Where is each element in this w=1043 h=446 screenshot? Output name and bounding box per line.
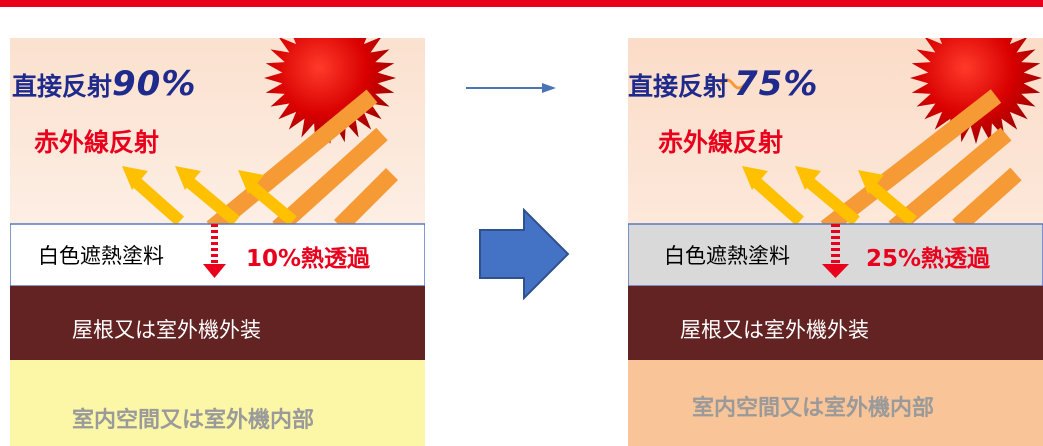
interior-layer — [10, 360, 425, 446]
coating-label: 白色遮熱塗料 — [664, 244, 790, 268]
sun-icon — [910, 38, 1042, 144]
yellow-reflect-arrows — [122, 166, 297, 226]
infrared-reflection-label: 赤外線反射 — [658, 128, 784, 157]
right-scene — [628, 38, 1043, 446]
squiggle-mark — [719, 78, 747, 90]
roof-layer — [10, 286, 425, 360]
direct-reflection-value: 75% — [734, 64, 819, 104]
infrared-reflection-label: 赤外線反射 — [34, 128, 160, 157]
direct-reflection-text: 直接反射90% — [12, 64, 196, 104]
heat-transmission-label: 10%熱透過 — [246, 246, 371, 272]
thin-arrow-icon — [466, 83, 556, 93]
roof-layer — [628, 286, 1043, 360]
direct-reflection-label: 直接反射 — [12, 72, 113, 101]
heat-transmission-label: 25%熱透過 — [866, 246, 991, 272]
heat-down-arrow-icon — [822, 224, 849, 278]
coating-label: 白色遮熱塗料 — [38, 244, 164, 268]
left-panel: 直接反射90% 赤外線反射 白色遮熱塗料 10%熱透過 屋根又は室外機外装 室内… — [10, 38, 425, 446]
interior-label: 室内空間又は室外機内部 — [692, 396, 935, 421]
direct-reflection-value: 90% — [112, 64, 197, 104]
interior-layer — [628, 360, 1043, 446]
big-right-arrow-icon — [479, 208, 570, 300]
yellow-reflect-arrows — [742, 166, 917, 226]
roof-label: 屋根又は室外機外装 — [72, 318, 261, 342]
orange-beams — [820, 89, 1022, 235]
interior-label: 室内空間又は室外機内部 — [72, 408, 315, 433]
direct-reflection-label: 直接反射 — [628, 72, 729, 101]
left-scene — [10, 38, 425, 446]
orange-beams — [206, 89, 399, 235]
top-red-bar — [0, 0, 1043, 7]
sun-icon — [264, 38, 396, 144]
roof-label: 屋根又は室外機外装 — [680, 318, 869, 342]
heat-down-arrow-icon — [203, 224, 226, 278]
